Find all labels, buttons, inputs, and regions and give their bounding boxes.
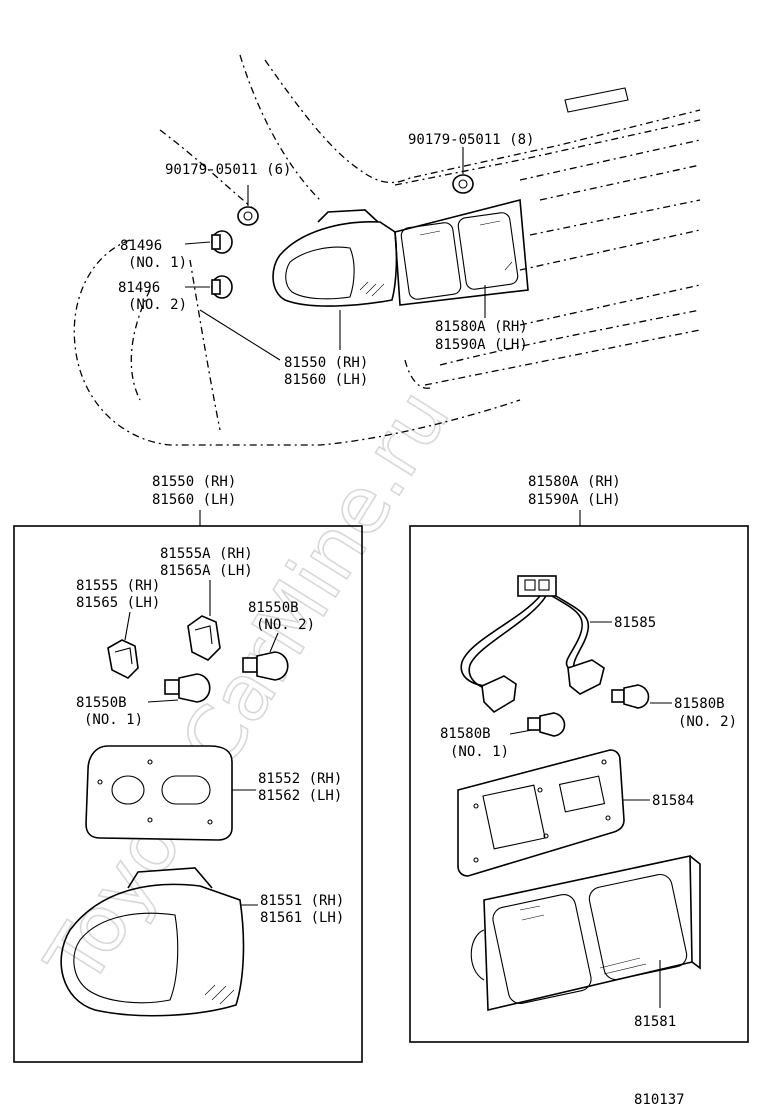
gasket-r-label: 81584 — [652, 793, 694, 809]
socket-a-icon — [187, 580, 221, 661]
socket-rh-label: 81555 (RH) — [76, 578, 160, 594]
bulb-no2-variant: (NO. 2) — [256, 617, 315, 633]
socket-lh-label: 81565 (LH) — [76, 595, 160, 611]
lamp-rh-label: 81550 (RH) — [284, 355, 368, 371]
socket-a-rh-label: 81555A (RH) — [160, 546, 253, 562]
left-box-lh-label: 81560 (LH) — [152, 492, 236, 508]
right-box-lh-label: 81590A (LH) — [528, 492, 621, 508]
grommet-no1-variant: (NO. 1) — [128, 255, 187, 271]
bulb-r-no2-variant: (NO. 2) — [678, 714, 737, 730]
lens-r-icon — [470, 855, 701, 1012]
clip-right-label: 90179-05011 (8) — [408, 132, 534, 148]
left-assembly-box — [13, 525, 363, 1063]
right-assembly-box — [409, 525, 749, 1043]
grommet-no1-number: 81496 — [120, 238, 162, 254]
wire-harness-label: 81585 — [614, 615, 656, 631]
combination-lamp-top — [272, 209, 398, 307]
bulb-r-no1-variant: (NO. 1) — [450, 744, 509, 760]
gasket-lh-label: 81562 (LH) — [258, 788, 342, 804]
rear-lamp-top — [394, 198, 529, 306]
bulb-r-no1-number: 81580B — [440, 726, 491, 742]
gasket-icon — [85, 745, 256, 841]
bulb-no1-icon — [147, 673, 211, 703]
grommet-no2-icon — [211, 275, 233, 299]
bulb-r-no1-icon — [509, 712, 566, 737]
right-box-rh-label: 81580A (RH) — [528, 474, 621, 490]
bulb-r-no2-number: 81580B — [674, 696, 725, 712]
lamp-lh-label: 81560 (LH) — [284, 372, 368, 388]
lens-icon — [60, 867, 258, 1017]
bulb-no2-icon — [242, 632, 289, 681]
socket-icon — [107, 611, 139, 679]
grommet-no2-number: 81496 — [118, 280, 160, 296]
bulb-r-no2-icon — [611, 684, 672, 709]
left-box-rh-label: 81550 (RH) — [152, 474, 236, 490]
gasket-rh-label: 81552 (RH) — [258, 771, 342, 787]
grommet-no2-variant: (NO. 2) — [128, 297, 187, 313]
clip-left-label: 90179-05011 (6) — [165, 162, 291, 178]
rear-lamp-lh-label: 81590A (LH) — [435, 337, 528, 353]
wire-harness-icon — [460, 575, 612, 714]
vehicle-body-outline — [73, 54, 701, 446]
clip-right-icon — [452, 174, 474, 194]
grommet-no1-icon — [211, 230, 233, 254]
figure-number: 810137 — [634, 1092, 685, 1108]
lens-lh-label: 81561 (LH) — [260, 910, 344, 926]
socket-a-lh-label: 81565A (LH) — [160, 563, 253, 579]
clip-left-icon — [237, 206, 259, 226]
lens-rh-label: 81551 (RH) — [260, 893, 344, 909]
lens-r-label: 81581 — [634, 1014, 676, 1030]
leader-lines-top — [184, 147, 486, 361]
rear-lamp-rh-label: 81580A (RH) — [435, 319, 528, 335]
bulb-no1-variant: (NO. 1) — [84, 712, 143, 728]
bulb-no1-number: 81550B — [76, 695, 127, 711]
gasket-r-icon — [457, 749, 650, 877]
bulb-no2-number: 81550B — [248, 600, 299, 616]
